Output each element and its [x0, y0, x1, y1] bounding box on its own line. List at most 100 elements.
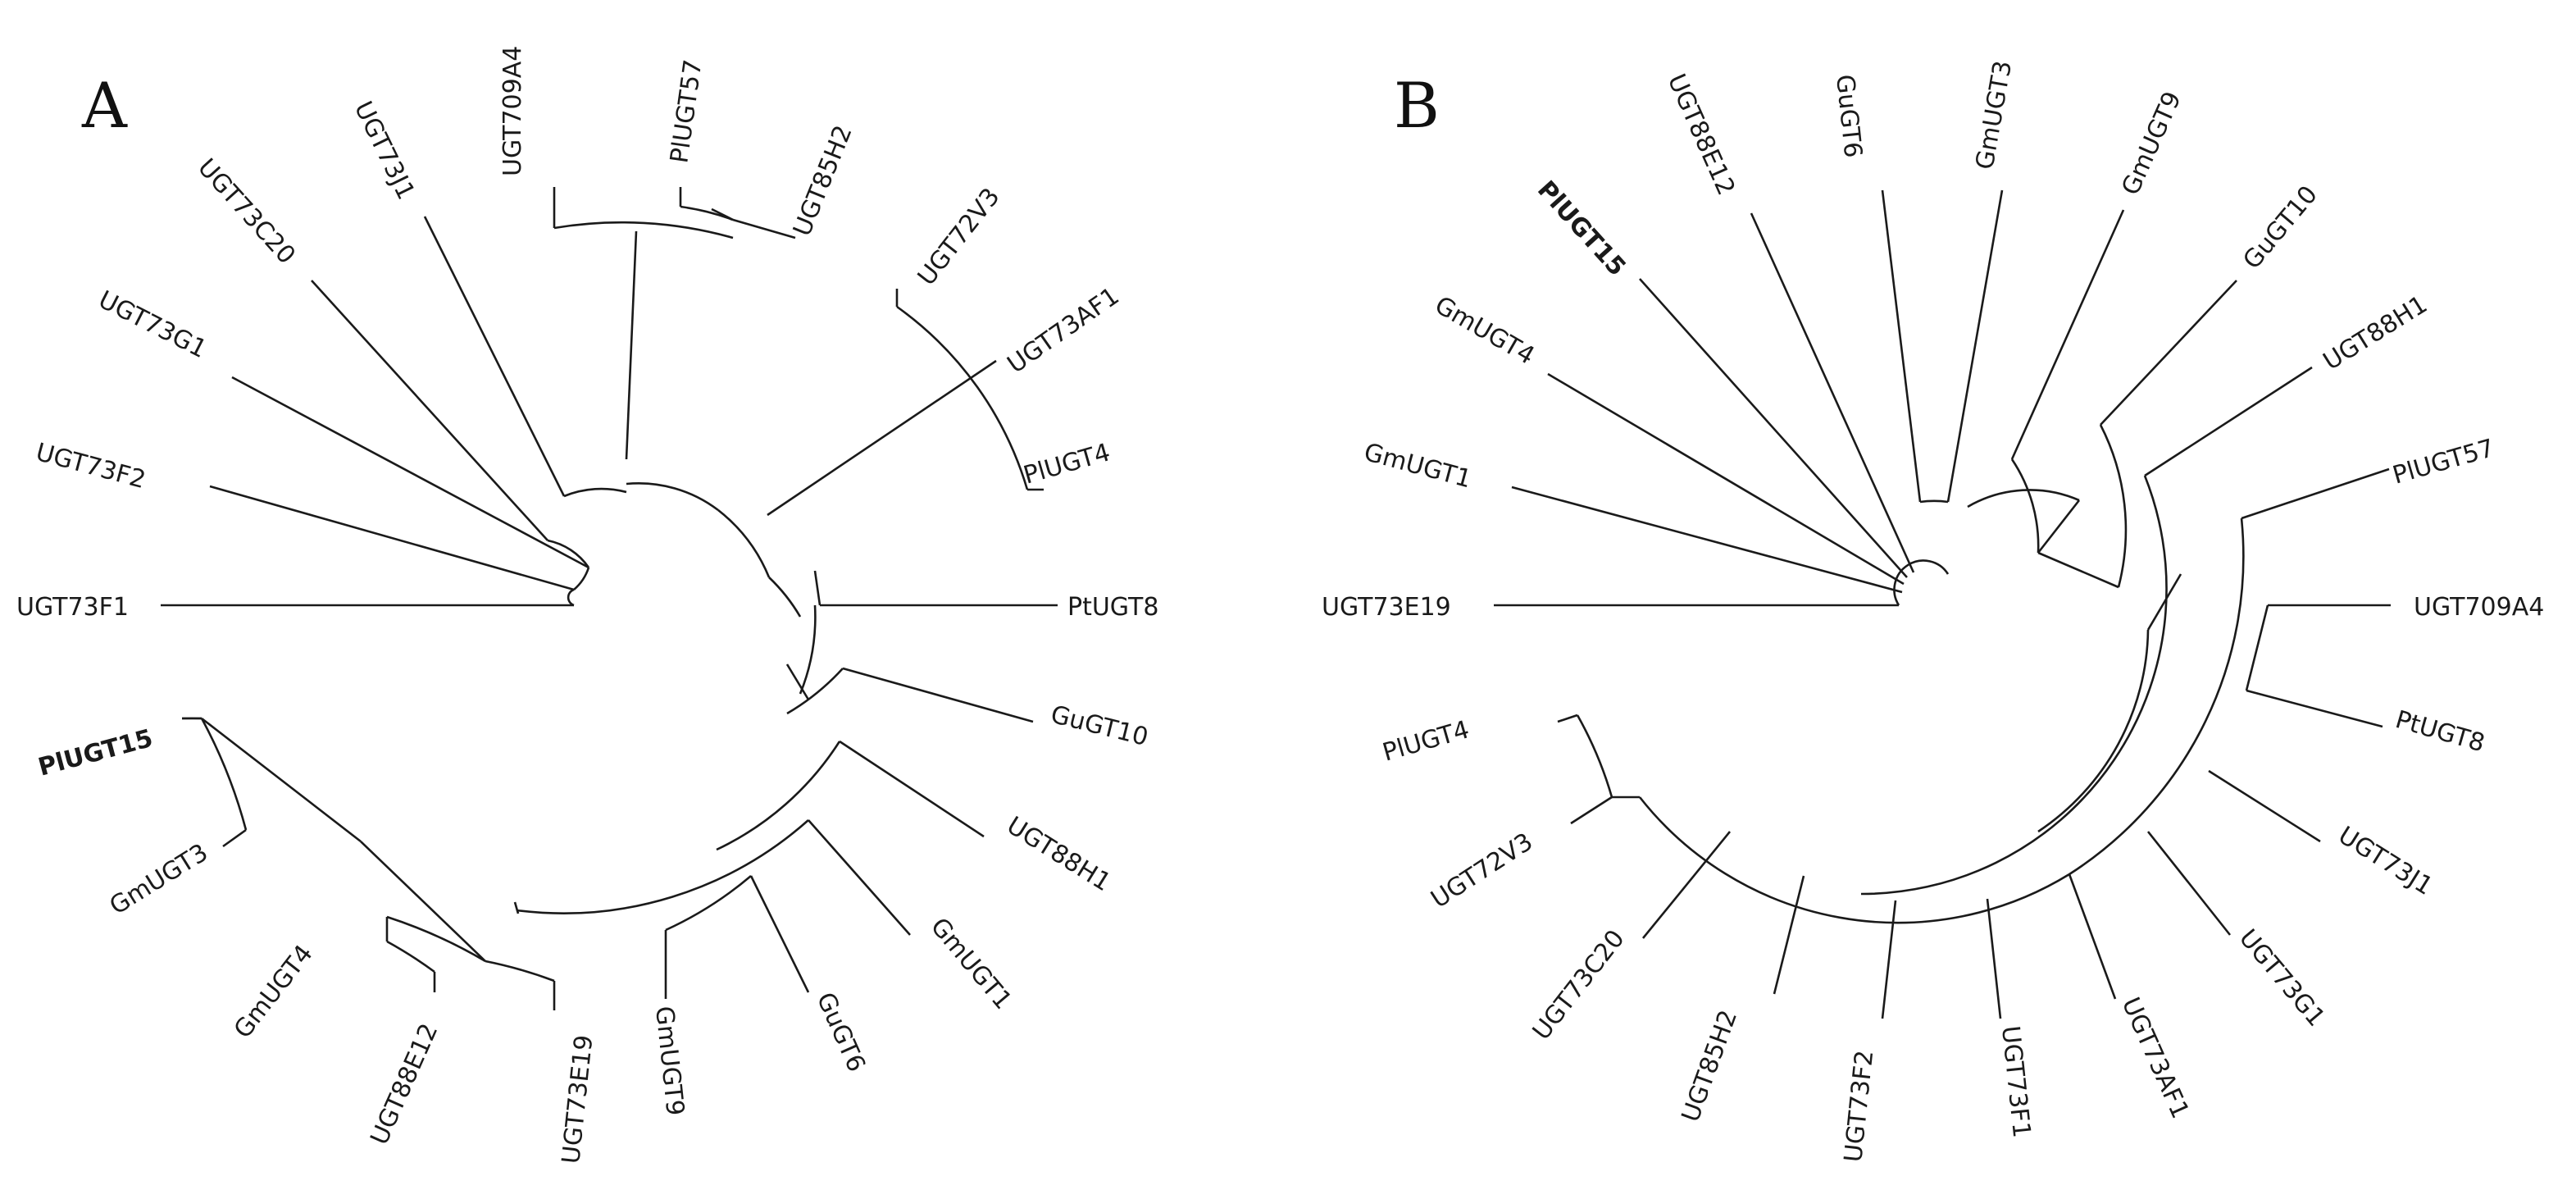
stem-b-5 — [2146, 573, 2182, 631]
taxon-label: UGT709A4 — [498, 46, 527, 176]
arc-b-72v3 — [1576, 714, 1613, 798]
taxon-label: UGT73J1 — [2333, 821, 2438, 901]
arc-b-lower — [1638, 796, 2070, 924]
taxon-label: UGT73F1 — [1996, 1024, 2036, 1139]
arc-b-mid — [1967, 489, 2080, 508]
taxon-label: GmUGT1 — [925, 913, 1017, 1015]
arc-a-C20 — [547, 539, 590, 568]
arc-b-core — [1893, 559, 1950, 606]
arc-a-72v3 — [896, 305, 1029, 490]
panel-b-letter: B — [1394, 69, 1440, 142]
branch-b-UGT73G1 — [2146, 831, 2232, 936]
arc-a-gm3 — [200, 718, 248, 831]
branch-a-GuGT6 — [749, 875, 810, 993]
arc-a-J1 — [563, 487, 627, 498]
arc-b-gu6gm3 — [1919, 499, 1949, 504]
taxon-label: GmUGT9 — [649, 1005, 690, 1117]
stem-b-1 — [2037, 551, 2119, 589]
arc-a-88e — [386, 915, 486, 963]
branch-b-PtUGT8 — [2246, 689, 2383, 728]
arc-a-5785 — [680, 205, 734, 221]
branch-b-UGT88E12 — [1750, 212, 1915, 573]
arc-a-top — [553, 221, 734, 239]
arc-a-gu6 — [665, 875, 752, 932]
branch-a-UGT85H2 — [732, 218, 796, 239]
taxon-label: UGT709A4 — [2414, 593, 2544, 622]
branch-b-UGT73AF1 — [2068, 873, 2117, 1000]
stem-a-5 — [360, 841, 486, 962]
taxon-label: UGT73F2 — [33, 438, 148, 495]
branch-a-UGT73C20 — [311, 280, 548, 541]
taxon-label: UGT73C20 — [1527, 924, 1631, 1045]
stem-a-6 — [201, 717, 362, 843]
panel-b: B — [1322, 58, 2544, 1164]
branch-a-UGT73F2 — [209, 485, 575, 591]
taxon-label: GuGT6 — [1830, 73, 1867, 159]
taxon-label: PlUGT4 — [1021, 438, 1113, 490]
branch-a-UGT73AF1 — [767, 359, 997, 517]
taxon-label: GmUGT4 — [1430, 291, 1540, 371]
arc-a-inner1 — [626, 482, 719, 512]
taxon-label: GmUGT3 — [105, 838, 213, 921]
arc-b-gm9 — [2010, 458, 2040, 554]
branch-a-UGT73G1 — [231, 376, 589, 569]
branch-b-PlUGT15 — [1639, 278, 1908, 578]
arc-a-88h1 — [716, 741, 841, 851]
panel-b-branches — [1494, 189, 2391, 1019]
taxon-label: GuGT10 — [1048, 700, 1151, 752]
taxon-label: UGT85H2 — [1677, 1006, 1744, 1126]
branch-a-GmUGT3 — [222, 828, 247, 848]
taxon-label: UGT88H1 — [2319, 290, 2433, 376]
arc-a-inner3 — [768, 577, 802, 618]
panel-b-labels: UGT73E19 GmUGT1 GmUGT4 PlUGT15 UGT88E12 … — [1322, 58, 2544, 1164]
branch-b-GmUGT4 — [1547, 372, 1905, 586]
branch-b-PlUGT57 — [2241, 467, 2390, 520]
arc-a-19 — [485, 960, 555, 982]
arc-a-inner2 — [717, 508, 771, 578]
taxon-label: PlUGT57 — [2390, 434, 2498, 490]
branch-b-UGT88H1 — [2144, 366, 2313, 477]
taxon-label: UGT73G1 — [2233, 924, 2331, 1033]
branch-a-UGT73J1 — [423, 216, 566, 497]
arc-b-outer — [1860, 475, 2168, 896]
branch-b-UGT73C20 — [1641, 831, 1732, 939]
taxon-label: UGT73AF1 — [2116, 993, 2195, 1123]
arc-b-big — [2069, 517, 2245, 876]
branch-b-UGT73F1 — [1986, 898, 2002, 1019]
taxon-label: UGT72V3 — [913, 183, 1006, 291]
branch-b-GuGT6 — [1881, 189, 1922, 503]
taxon-label: UGT73J1 — [348, 97, 421, 204]
taxon-label: UGT73G1 — [93, 285, 211, 364]
branch-b-UGT73J1 — [2208, 769, 2321, 843]
taxon-label: GmUGT1 — [1361, 438, 1475, 494]
taxon-label: UGT85H2 — [788, 121, 858, 240]
taxon-label: GmUGT4 — [229, 940, 319, 1044]
taxon-label: GmUGT3 — [1970, 58, 2018, 171]
taxon-label: UGT73AF1 — [1003, 282, 1125, 380]
taxon-label: UGT88E12 — [1662, 70, 1741, 199]
taxon-label: PtUGT8 — [1067, 593, 1158, 622]
taxon-label: UGT73C20 — [192, 153, 301, 270]
stem-b-3 — [2245, 604, 2269, 691]
taxon-label: GmUGT9 — [2116, 88, 2187, 200]
branch-a-GmUGT1 — [808, 819, 911, 936]
stem-b-2 — [2037, 499, 2081, 554]
arc-a-G1 — [573, 567, 590, 590]
branch-b-GmUGT1 — [1511, 486, 1903, 594]
taxon-label: UGT73E19 — [557, 1033, 598, 1165]
branch-a-GuGT10 — [842, 667, 1034, 723]
stem-a-3 — [813, 570, 821, 606]
taxon-label: GuGT10 — [2237, 180, 2323, 275]
taxon-label: UGT88H1 — [1002, 811, 1116, 897]
taxon-label: GuGT6 — [811, 988, 871, 1076]
arc-a-lower — [516, 819, 809, 914]
panel-a: A — [16, 46, 1158, 1165]
branch-b-UGT85H2 — [1773, 875, 1805, 995]
taxon-label: UGT88E12 — [365, 1019, 444, 1149]
panel-a-letter: A — [81, 69, 128, 142]
arc-b-innerB — [2037, 629, 2150, 833]
branch-b-GmUGT3 — [1946, 189, 2004, 503]
stem-a-7 — [513, 901, 520, 914]
branch-b-PlUGT4 — [1557, 713, 1578, 723]
